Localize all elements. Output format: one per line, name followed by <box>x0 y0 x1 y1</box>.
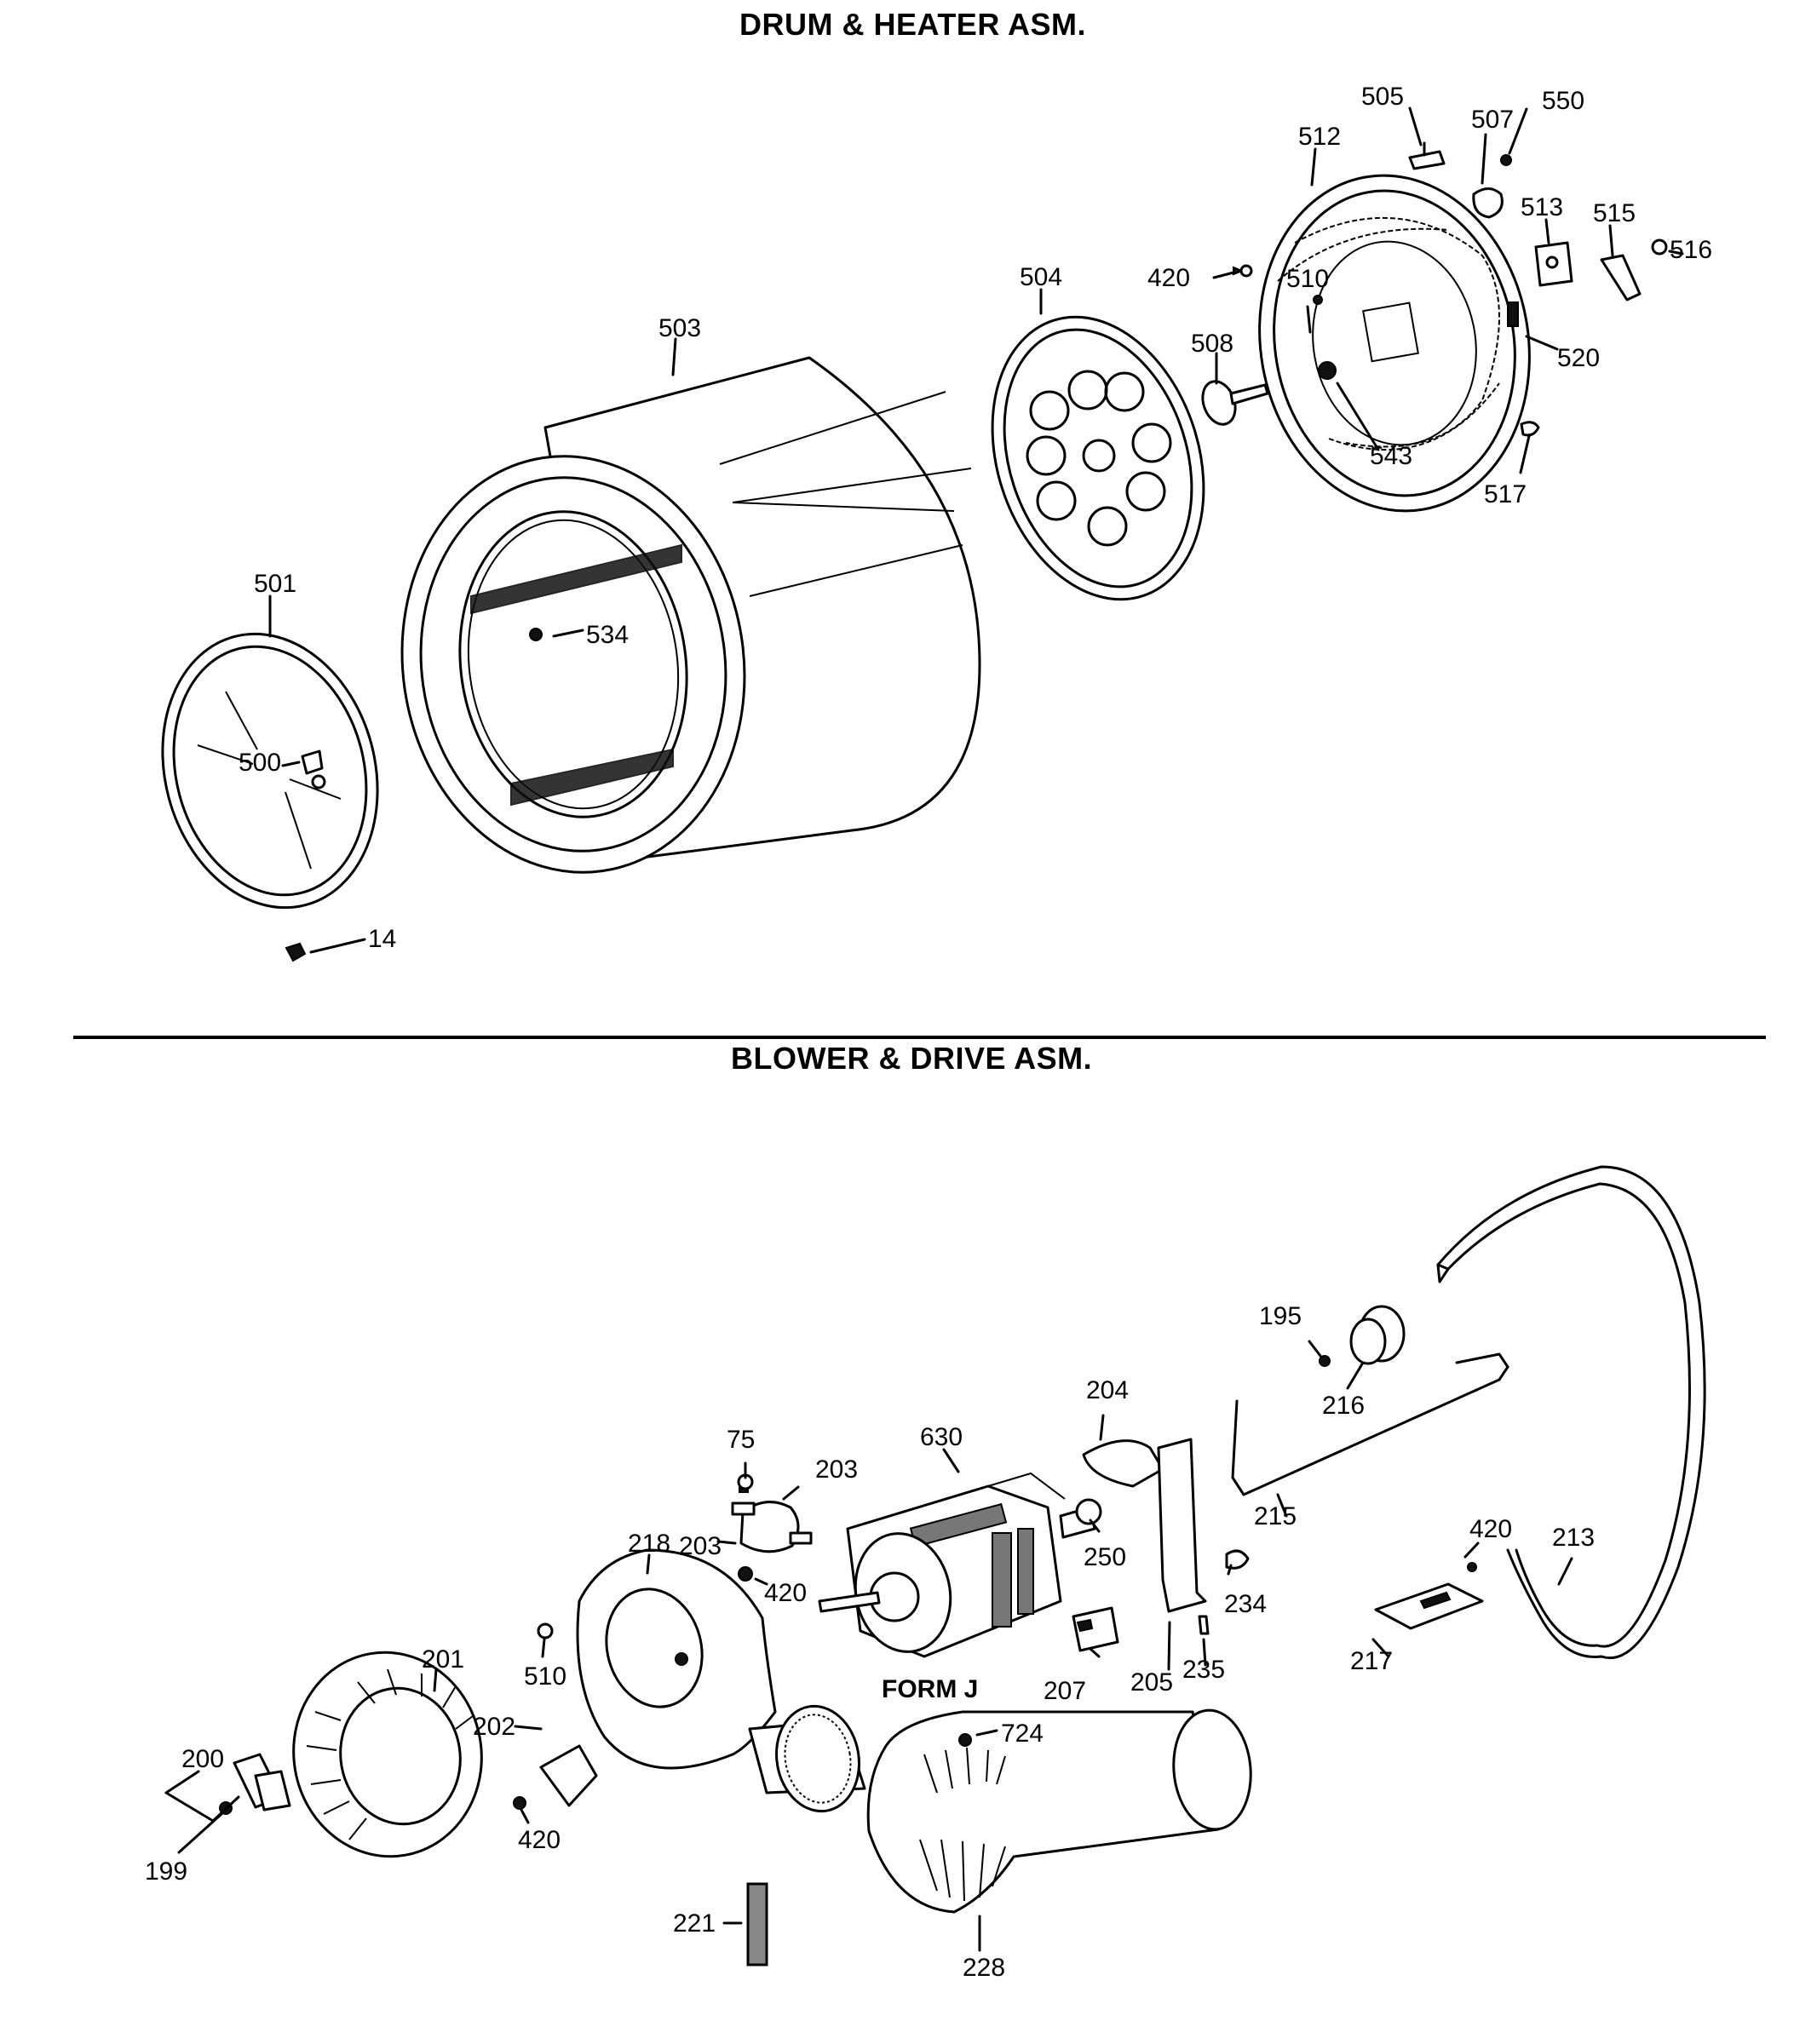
label-218: 218 <box>628 1530 670 1558</box>
label-235: 235 <box>1182 1656 1225 1684</box>
label-515: 515 <box>1593 199 1636 227</box>
label-420-bracket: 420 <box>1469 1515 1512 1543</box>
label-234: 234 <box>1224 1590 1267 1618</box>
label-75: 75 <box>727 1426 755 1454</box>
label-534: 534 <box>586 621 629 649</box>
label-215: 215 <box>1254 1502 1297 1530</box>
screw-510-part <box>537 1622 554 1639</box>
label-204: 204 <box>1086 1376 1129 1404</box>
label-516: 516 <box>1670 236 1712 264</box>
label-520: 520 <box>1557 344 1600 372</box>
label-543: 543 <box>1370 442 1412 470</box>
label-508: 508 <box>1191 330 1233 358</box>
idler-arm-part <box>1231 1352 1509 1496</box>
drive-belt-part <box>1436 1165 1706 1660</box>
label-507: 507 <box>1471 106 1514 134</box>
drum-part-labels: 505 507 550 512 513 515 516 504 420 510 … <box>239 83 1712 953</box>
label-205: 205 <box>1130 1668 1173 1697</box>
blower-drive-section-title: BLOWER & DRIVE ASM. <box>731 1041 1093 1076</box>
label-203-lower: 203 <box>679 1532 722 1560</box>
label-503: 503 <box>658 314 701 342</box>
label-199: 199 <box>145 1857 187 1886</box>
label-504: 504 <box>1020 263 1062 291</box>
heater-housing-part <box>1258 174 1531 513</box>
drum-front-seal-part <box>161 632 379 910</box>
label-200: 200 <box>181 1745 224 1773</box>
gasket-strip-part <box>746 1882 768 1966</box>
label-217: 217 <box>1350 1647 1393 1675</box>
label-213: 213 <box>1552 1524 1595 1552</box>
bearing-508-part <box>1201 380 1269 426</box>
label-420-heater: 420 <box>1147 264 1190 292</box>
label-513: 513 <box>1521 193 1563 221</box>
blower-part-labels: 195 216 204 630 75 203 203 218 420 250 2… <box>145 1302 1595 1982</box>
blower-wheel-part <box>292 1651 483 1858</box>
rear-baffle-part <box>991 315 1205 601</box>
idler-bracket-part <box>1374 1562 1484 1630</box>
label-202: 202 <box>473 1713 515 1741</box>
label-420-blower: 420 <box>518 1826 561 1854</box>
label-207: 207 <box>1044 1677 1086 1705</box>
motor-mount-part <box>1082 1438 1250 1635</box>
label-510-blower: 510 <box>524 1662 566 1691</box>
label-221: 221 <box>673 1909 716 1938</box>
label-228: 228 <box>963 1954 1005 1982</box>
label-550: 550 <box>1542 87 1584 115</box>
label-203-upper: 203 <box>815 1455 858 1484</box>
label-500: 500 <box>239 749 281 777</box>
label-420-clamp: 420 <box>764 1579 807 1607</box>
label-201: 201 <box>422 1645 464 1674</box>
blower-housing-part <box>576 1548 866 1813</box>
label-505: 505 <box>1361 83 1404 111</box>
heater-hardware-parts <box>1233 141 1668 437</box>
label-250: 250 <box>1084 1543 1126 1571</box>
drum-part <box>400 356 981 874</box>
label-517: 517 <box>1484 480 1527 508</box>
label-501: 501 <box>254 570 296 598</box>
form-j-label: FORM J <box>882 1675 978 1703</box>
exhaust-duct-part <box>866 1708 1252 1914</box>
motor-clamp-part <box>731 1473 813 1582</box>
motor-switch-part <box>1072 1606 1119 1652</box>
label-724: 724 <box>1001 1720 1044 1748</box>
screw-14-part <box>285 938 366 962</box>
drum-leader-lines <box>268 106 1684 767</box>
label-512: 512 <box>1298 123 1341 151</box>
blower-cover-part <box>513 1744 598 1810</box>
label-216: 216 <box>1322 1392 1365 1420</box>
blower-leader-lines <box>164 1340 1573 1952</box>
label-14: 14 <box>368 925 396 953</box>
drive-motor-part <box>818 1472 1102 1658</box>
label-630: 630 <box>920 1423 963 1451</box>
blower-bracket-part <box>219 1753 291 1815</box>
drum-heater-section-title: DRUM & HEATER ASM. <box>739 7 1086 42</box>
idler-pulley-part <box>1319 1305 1406 1367</box>
label-195: 195 <box>1259 1302 1302 1330</box>
label-510-heater: 510 <box>1286 265 1329 293</box>
